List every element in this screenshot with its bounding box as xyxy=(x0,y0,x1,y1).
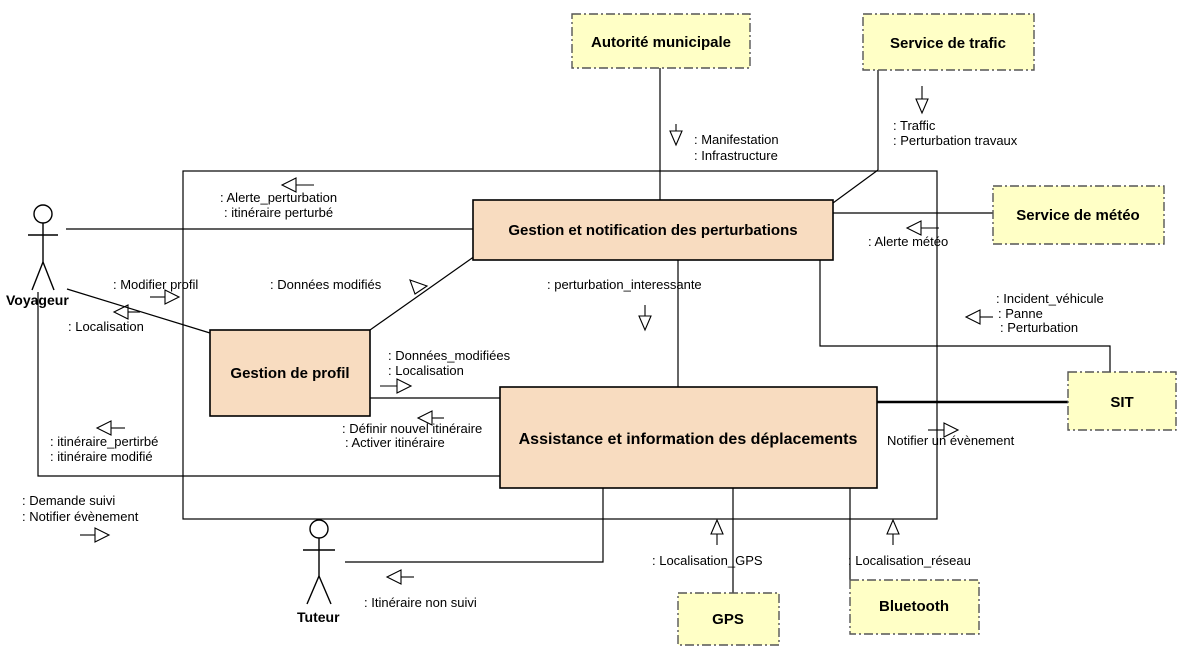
component-gestion-perturbations[interactable]: Gestion et notification des perturbation… xyxy=(472,199,834,261)
flow-label-perturbation: : Perturbation xyxy=(1000,320,1078,335)
arrow-right-icon xyxy=(94,527,111,543)
component-gestion-profil[interactable]: Gestion de profil xyxy=(209,329,371,417)
arrow-left-icon xyxy=(964,309,981,325)
arrow-up-icon xyxy=(710,518,724,535)
arrow-down-icon xyxy=(669,130,683,147)
actor-tuteur[interactable]: Tuteur xyxy=(297,519,340,625)
actor-leg-right xyxy=(42,261,55,291)
link-assistance-tuteur xyxy=(345,488,604,563)
arrow-left-icon xyxy=(95,420,112,436)
actor-leg-left xyxy=(31,261,44,291)
connections xyxy=(37,68,1111,593)
flow-label-donnees-modifiees: : Données_modifiées xyxy=(388,348,511,363)
flow-label-localisation-profil: : Localisation xyxy=(388,363,464,378)
arrow-up-right-icon xyxy=(409,279,429,295)
external-trafic-label: Service de trafic xyxy=(890,35,1006,52)
flow-label-itineraire-non-suivi: : Itinéraire non suivi xyxy=(364,595,477,610)
flow-label-alerte-perturbation: : Alerte_perturbation xyxy=(220,190,337,205)
arrow-down-icon xyxy=(915,98,929,115)
flow-label-demande-suivi: : Demande suivi xyxy=(22,493,115,508)
flow-label-definir-itineraire: : Définir nouvel itinéraire xyxy=(342,421,482,436)
flow-label-infrastructure: : Infrastructure xyxy=(694,148,778,163)
external-autorite-label: Autorité municipale xyxy=(591,34,731,51)
flow-label-itineraire-modifie: : itinéraire modifié xyxy=(50,449,153,464)
flow-label-localisation: : Localisation xyxy=(68,319,144,334)
flow-label-activer-itineraire: : Activer itinéraire xyxy=(345,435,445,450)
flow-label-itineraire-pertirbe: : itinéraire_pertirbé xyxy=(50,434,158,449)
link-profil-perturbations xyxy=(369,255,476,331)
external-gps-label: GPS xyxy=(712,611,744,628)
external-bluetooth[interactable]: Bluetooth xyxy=(849,579,980,635)
external-meteo-label: Service de météo xyxy=(1016,207,1139,224)
external-bluetooth-label: Bluetooth xyxy=(879,598,949,615)
flow-label-donnees-modifies: : Données modifiés xyxy=(270,277,382,292)
flow-label-localisation-gps: : Localisation_GPS xyxy=(652,553,763,568)
actor-leg-right xyxy=(318,575,332,605)
arrow-left-icon xyxy=(905,220,922,236)
actor-leg-left xyxy=(306,575,320,605)
component-assistance[interactable]: Assistance et information des déplacemen… xyxy=(499,386,878,489)
flow-label-traffic: : Traffic xyxy=(893,118,936,133)
arrow-up-icon xyxy=(886,518,900,535)
actor-head xyxy=(33,204,53,224)
flow-label-localisation-reseau: : Localisation_réseau xyxy=(848,553,971,568)
arrow-down-icon xyxy=(638,315,652,332)
actor-head xyxy=(309,519,329,539)
component-gestion-perturbations-label: Gestion et notification des perturbation… xyxy=(508,222,797,239)
external-sit[interactable]: SIT xyxy=(1067,371,1177,431)
flow-label-panne: : Panne xyxy=(998,306,1043,321)
component-gestion-profil-label: Gestion de profil xyxy=(230,365,349,382)
link-voyageur-assistance xyxy=(37,292,500,477)
actor-voyageur[interactable]: Voyageur xyxy=(6,204,69,308)
external-autorite[interactable]: Autorité municipale xyxy=(571,13,751,69)
external-meteo[interactable]: Service de météo xyxy=(992,185,1165,245)
flow-label-perturbation-interessante: : perturbation_interessante xyxy=(547,277,702,292)
flow-label-notifier-evenement-tuteur: : Notifier évènement xyxy=(22,509,139,524)
actor-voyageur-label: Voyageur xyxy=(6,292,69,308)
link-trafic-perturbations xyxy=(832,169,879,204)
flow-label-notifier-evenement: Notifier un évènement xyxy=(887,433,1015,448)
external-gps[interactable]: GPS xyxy=(677,592,780,646)
flow-label-itineraire-perturbe: : itinéraire perturbé xyxy=(224,205,333,220)
flow-label-alerte-meteo: : Alerte météo xyxy=(868,234,948,249)
flow-label-perturbation-travaux: : Perturbation travaux xyxy=(893,133,1018,148)
arrow-right-icon xyxy=(396,378,413,394)
actor-tuteur-label: Tuteur xyxy=(297,609,340,625)
link-voyageur-profil xyxy=(66,288,211,334)
flow-label-manifestation: : Manifestation xyxy=(694,132,779,147)
flow-labels: : Manifestation : Infrastructure : Traff… xyxy=(22,118,1104,610)
flow-arrows xyxy=(80,86,993,585)
external-sit-label: SIT xyxy=(1110,394,1133,411)
link-sit-perturbations xyxy=(819,260,1111,372)
arrow-left-icon xyxy=(385,569,402,585)
arrow-right-icon xyxy=(164,289,181,305)
system-boundary xyxy=(182,170,938,520)
flow-label-incident-vehicule: : Incident_véhicule xyxy=(996,291,1104,306)
external-trafic[interactable]: Service de trafic xyxy=(862,13,1035,71)
component-assistance-label: Assistance et information des déplacemen… xyxy=(519,431,858,448)
flow-label-modifier-profil: : Modifier profil xyxy=(113,277,198,292)
